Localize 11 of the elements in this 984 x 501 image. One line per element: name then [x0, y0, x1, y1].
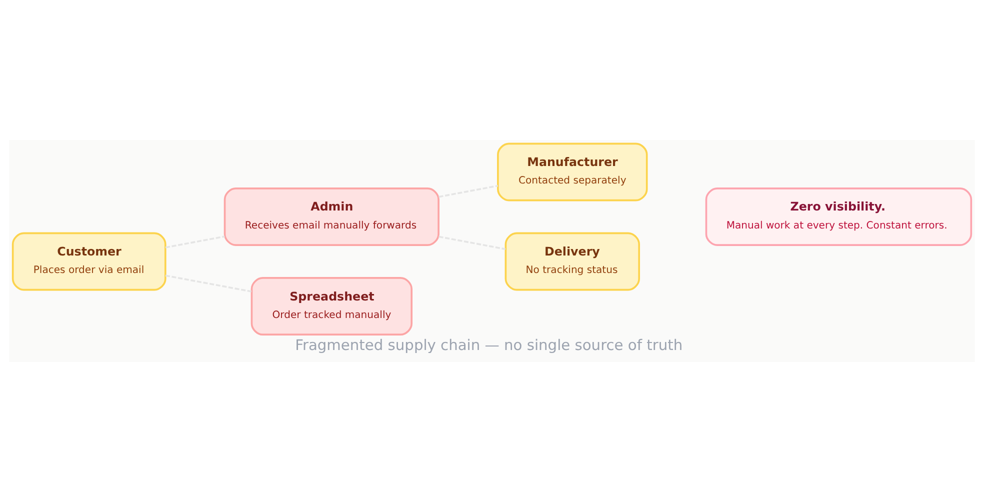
- node-box: Spreadsheet Order tracked manually: [250, 276, 413, 335]
- connector: [438, 235, 506, 250]
- connector: [165, 235, 225, 248]
- connector: [165, 274, 252, 292]
- node-box: Manufacturer Contacted separately: [497, 142, 648, 201]
- caption: Fragmented supply chain — no single source of truth: [295, 336, 683, 354]
- node-box: Admin Receives email manually forwards: [224, 187, 440, 246]
- connector: [438, 184, 498, 198]
- node-box: Zero visibility. Manual work at every step. Constant errors.: [705, 187, 972, 246]
- node-box: Delivery No tracking status: [504, 232, 640, 290]
- node-box: Customer Places order via email: [12, 232, 166, 290]
